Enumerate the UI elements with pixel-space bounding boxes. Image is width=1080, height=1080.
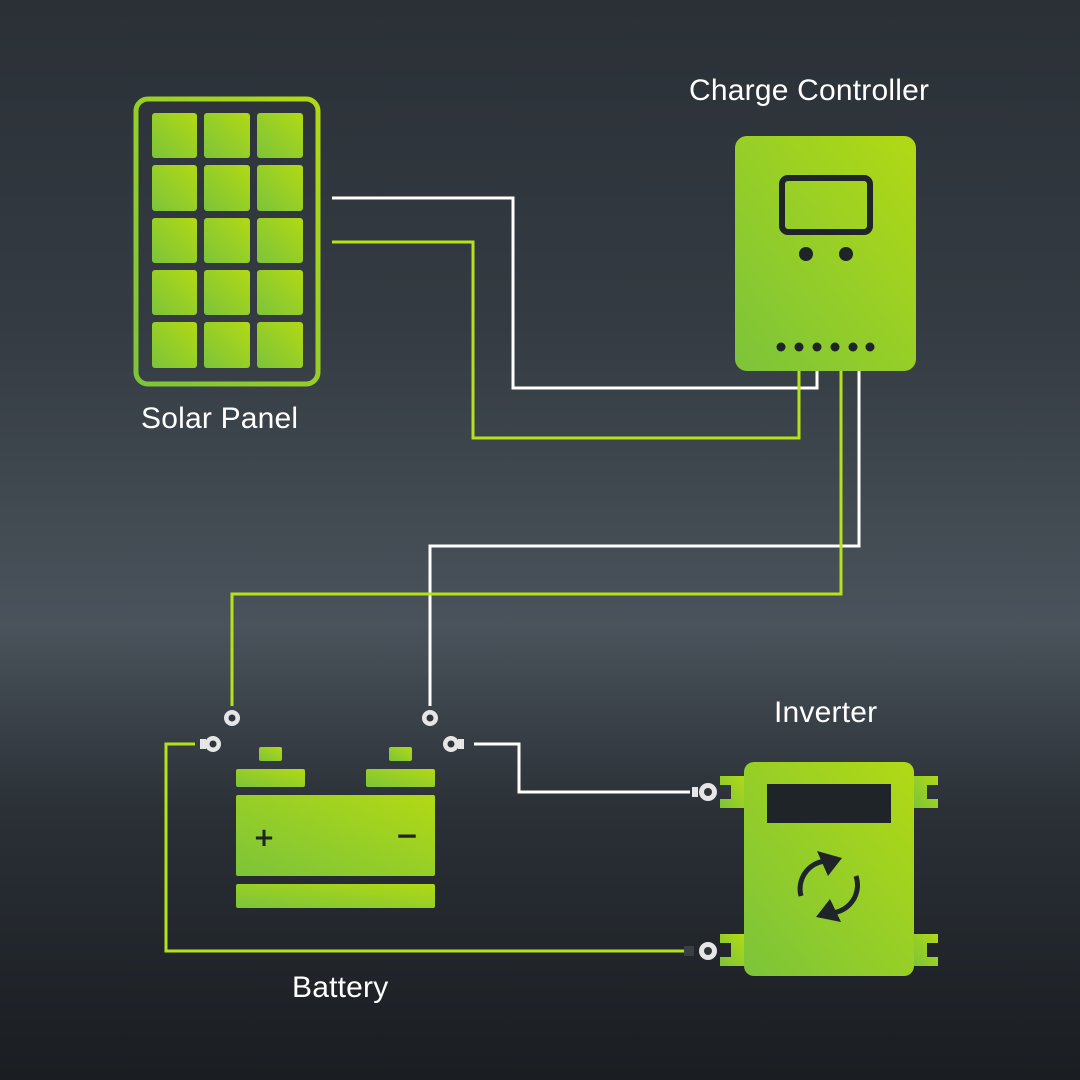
- terminal-connector: [422, 710, 438, 726]
- wire-battery-to-inverter-white: [474, 742, 690, 794]
- terminal-connector: [443, 736, 464, 752]
- battery-positive-symbol: +: [253, 823, 275, 853]
- wire-battery-to-inverter-green: [164, 742, 688, 953]
- inverter-terminal-connectors: [684, 783, 717, 960]
- charge-controller-icon: [735, 136, 916, 371]
- wire-controller-to-battery-white: [428, 370, 861, 706]
- battery-icon: + −: [236, 747, 435, 908]
- charge-controller-label: Charge Controller: [689, 74, 930, 107]
- controller-display: [779, 175, 873, 235]
- terminal-connector: [224, 710, 240, 726]
- wire-panel-to-controller-white: [332, 196, 819, 390]
- solar-panel-icon: [133, 96, 321, 387]
- wire-panel-to-controller-green: [332, 240, 801, 440]
- solar-panel-label: Solar Panel: [141, 402, 299, 435]
- cycle-arrows-icon: [797, 851, 860, 922]
- terminal-connector: [200, 736, 221, 752]
- terminal-connector: [684, 942, 717, 960]
- wires: [164, 196, 861, 953]
- wire-controller-to-battery-green: [230, 370, 843, 706]
- inverter-icon: [720, 762, 938, 976]
- battery-terminal-connectors: [200, 710, 464, 752]
- battery-label: Battery: [292, 971, 389, 1004]
- inverter-label: Inverter: [774, 696, 878, 729]
- inverter-display: [767, 784, 891, 823]
- battery-negative-symbol: −: [395, 819, 418, 852]
- terminal-connector: [692, 783, 717, 801]
